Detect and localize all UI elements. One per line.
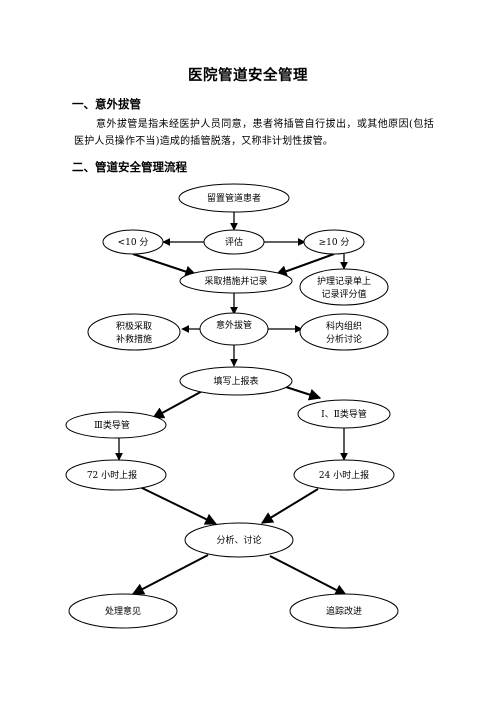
arrow-report-to-class3 — [151, 388, 207, 419]
section-heading-management-flow: 二、管道安全管理流程 — [72, 160, 187, 174]
definition-paragraph: 意外拔管是指未经医护人员同意，患者将插管自行拔出，或其他原因(包括医护人员操作不… — [74, 119, 434, 147]
node-class3-ellipse — [65, 411, 167, 439]
node-remedy-label-2: 补救措施 — [116, 333, 152, 345]
arrow-report-to-class12 — [285, 386, 322, 401]
node-low-score-ellipse — [102, 229, 164, 255]
node-nursing-record-label-1: 护理记录单上 — [317, 275, 371, 287]
node-class12-ellipse — [297, 399, 391, 429]
arrow-analysis-to-followup — [269, 555, 348, 596]
node-start-label: 留置管道患者 — [207, 192, 261, 204]
node-24h-label: 24 小时上报 — [319, 469, 369, 481]
node-measures-ellipse — [179, 268, 293, 294]
node-opinion-ellipse — [68, 593, 178, 629]
node-start-ellipse — [178, 183, 290, 213]
node-high-score-label: ≥10 分 — [319, 237, 350, 248]
node-72h-ellipse — [65, 459, 167, 491]
node-dept-label-2: 分析讨论 — [326, 333, 362, 345]
node-accident-label: 意外拔管 — [216, 319, 252, 331]
node-analysis-label: 分析、讨论 — [216, 534, 261, 546]
node-assess-ellipse — [203, 229, 265, 255]
node-low-score-label: <10 分 — [118, 237, 149, 248]
node-high-score-ellipse — [303, 229, 365, 255]
node-dept-label-1: 科内组织 — [326, 320, 362, 332]
flow-connectors — [115, 212, 348, 596]
node-followup-ellipse — [289, 593, 399, 629]
node-opinion-label: 处理意见 — [105, 605, 141, 617]
node-nursing-record-ellipse — [299, 268, 389, 306]
arrow-analysis-to-opinion — [131, 554, 209, 595]
arrow-24h-to-analysis — [260, 488, 319, 524]
node-remedy-ellipse — [87, 313, 181, 351]
node-followup-label: 追踪改进 — [326, 605, 362, 617]
section-heading-accidental-extubation: 一、意外拔管 — [72, 97, 141, 111]
node-24h-ellipse — [293, 459, 395, 491]
node-nursing-record-label-2: 记录评分值 — [321, 288, 366, 300]
node-class12-label: Ⅰ、Ⅱ类导管 — [321, 408, 367, 420]
node-assess-label: 评估 — [225, 236, 243, 248]
node-class3-label: Ⅲ类导管 — [94, 419, 130, 431]
arrow-high-to-measures — [274, 253, 335, 277]
node-measures-label: 采取措施并记录 — [204, 275, 267, 287]
node-remedy-label-1: 积极采取 — [116, 320, 152, 332]
arrow-72h-to-analysis — [139, 486, 218, 525]
node-report-form-ellipse — [179, 366, 293, 396]
node-dept-ellipse — [299, 313, 389, 351]
node-72h-label: 72 小时上报 — [87, 469, 137, 481]
node-analysis-ellipse — [184, 522, 294, 558]
node-report-form-label: 填写上报表 — [213, 375, 258, 387]
arrow-low-to-measures — [132, 253, 198, 278]
node-accident-ellipse — [199, 312, 269, 346]
page-title: 医院管道安全管理 — [188, 68, 308, 84]
